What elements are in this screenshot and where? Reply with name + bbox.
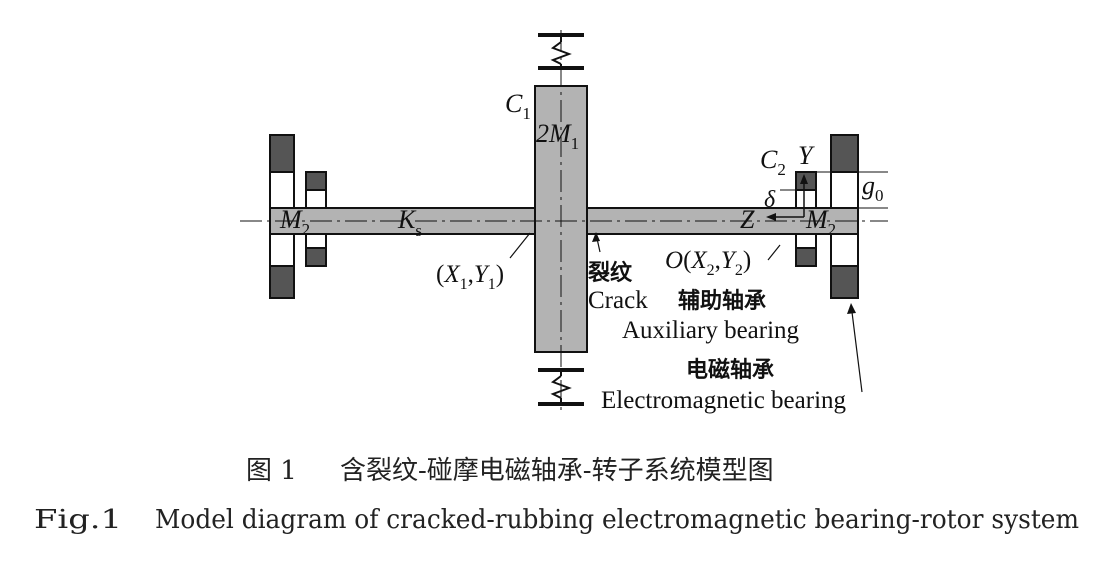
gap-marker xyxy=(816,171,888,209)
aux-bearing-en-label: Auxiliary bearing xyxy=(622,317,800,344)
left-auxiliary-bearing xyxy=(305,171,327,267)
delta-indicator xyxy=(780,189,806,209)
crack-arrow xyxy=(592,232,600,242)
em-bearing-arrow xyxy=(847,303,863,393)
caption-cn-number: 图 1 xyxy=(246,456,297,486)
aux-bearing-cn-label: 辅助轴承 xyxy=(678,288,766,314)
m1-label: 2M1 xyxy=(536,119,579,153)
c2-label: C2 xyxy=(760,145,786,179)
c1-label: C1 xyxy=(505,89,531,123)
crack-en-label: Crack xyxy=(588,287,648,314)
x1y1-label: (X1,Y1) xyxy=(436,261,504,293)
em-bearing-en-label: Electromagnetic bearing xyxy=(601,387,847,414)
left-electromagnetic-bearing xyxy=(269,134,295,299)
m2-left-label: M2 xyxy=(279,205,310,239)
m2-right-label: M2 xyxy=(805,205,836,239)
coordinate-axes xyxy=(766,174,808,221)
x2y2-label: O(X2,Y2) xyxy=(665,247,751,279)
z-axis-label: Z xyxy=(740,205,755,234)
caption-en-number: Fig.1 xyxy=(34,505,122,535)
caption-en-text: Model diagram of cracked-rubbing electro… xyxy=(155,505,1079,535)
g0-label: g0 xyxy=(862,171,884,205)
y-axis-label: Y xyxy=(798,141,815,170)
caption-cn-text: 含裂纹-碰摩电磁轴承-转子系统模型图 xyxy=(340,456,774,486)
delta-label: δ xyxy=(764,187,776,213)
ks-label: Ks xyxy=(397,205,422,240)
crack-cn-label: 裂纹 xyxy=(588,260,633,286)
em-bearing-cn-label: 电磁轴承 xyxy=(686,357,774,383)
